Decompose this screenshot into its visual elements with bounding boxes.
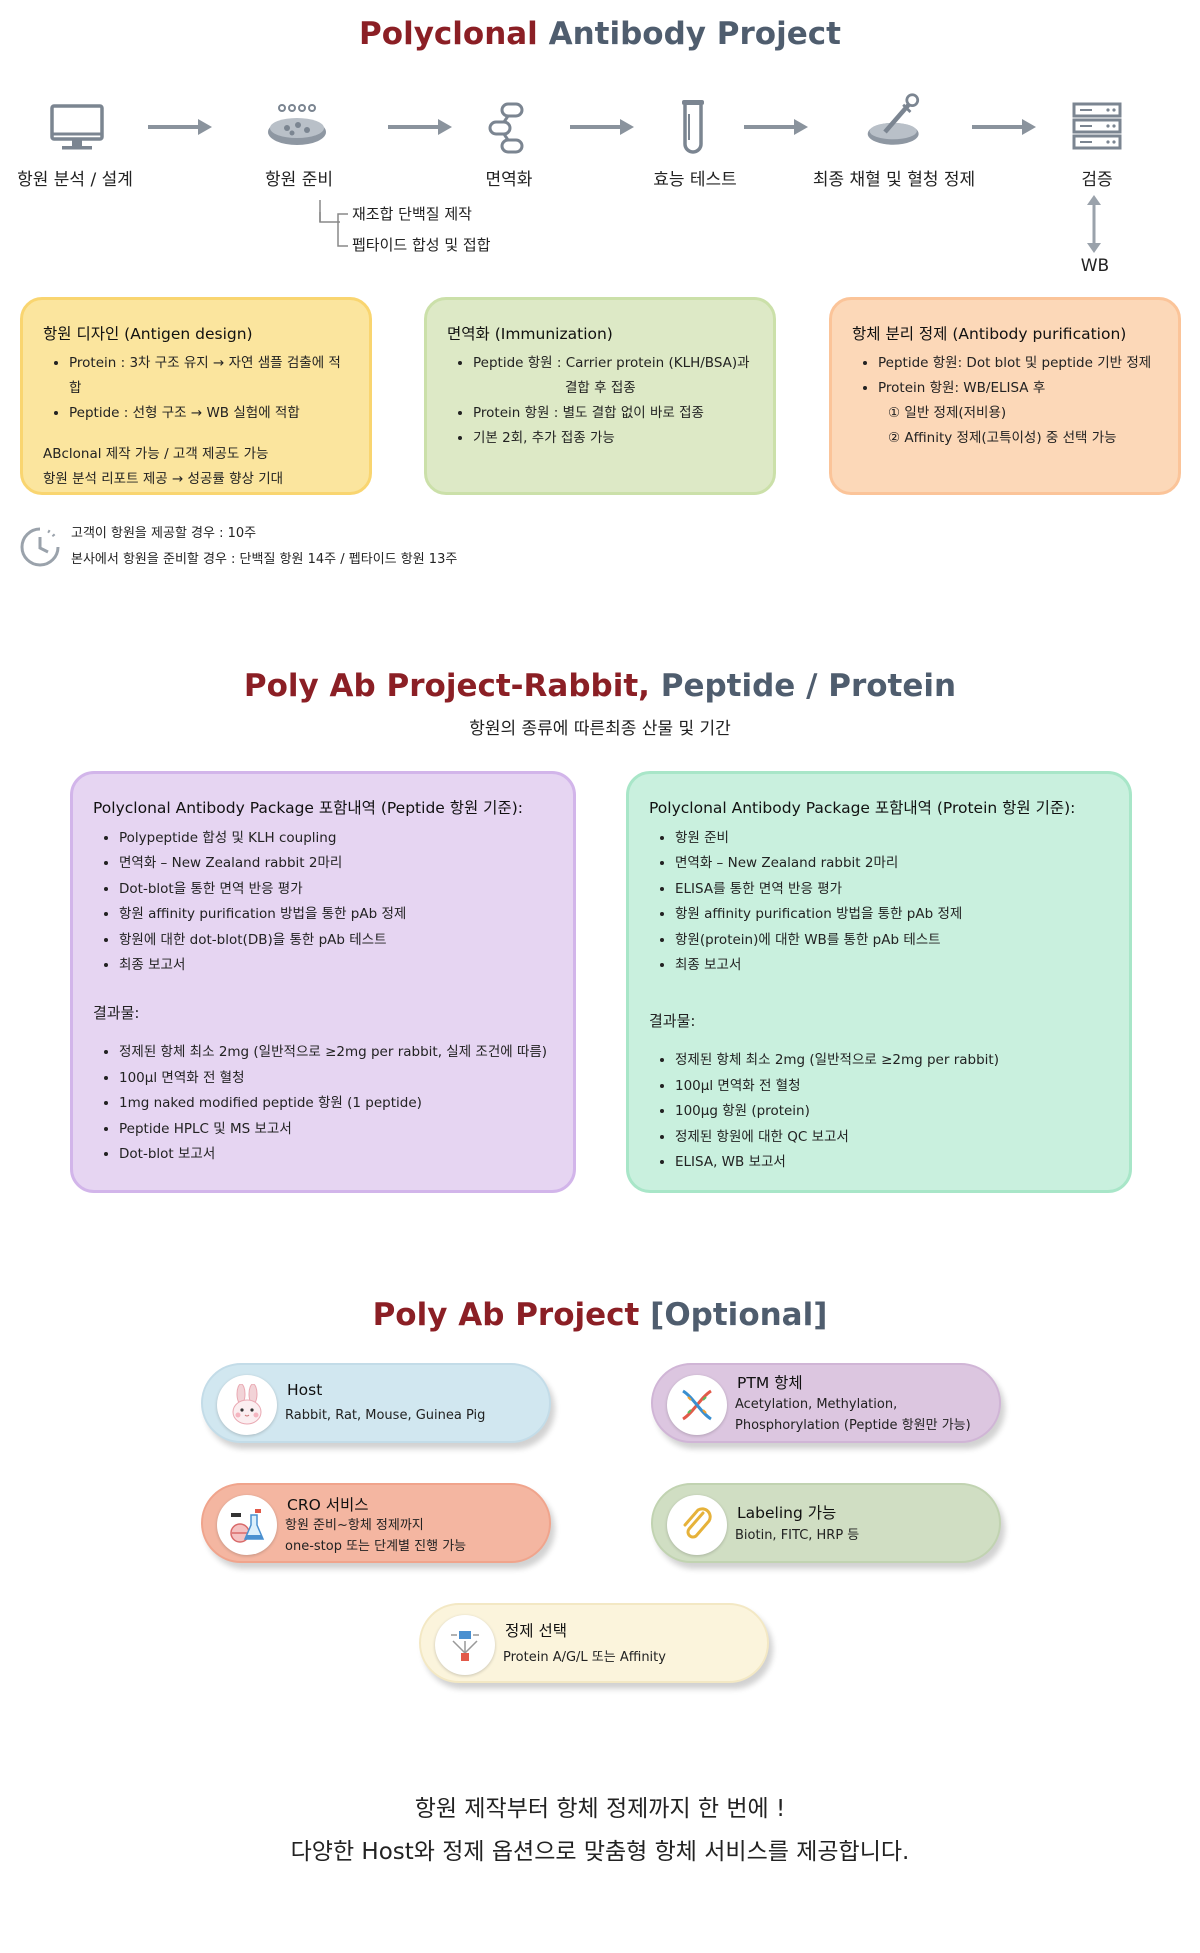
list-item: Peptide : 선형 구조 → WB 실험에 적합 [69,401,349,426]
list-item: 정제된 항원에 대한 QC 보고서 [675,1125,1109,1151]
option-purification-desc: Protein A/G/L 또는 Affinity [503,1650,666,1665]
option-host-title: Host [287,1381,323,1399]
list-item: Protein 항원: WB/ELISA 후 [878,376,1158,401]
clock-icon [20,527,60,567]
protein-package-title: Polyclonal Antibody Package 포함내역 (Protei… [649,799,1076,817]
protein-results-label: 결과물: [649,1011,696,1030]
list-item: 항원 준비 [675,826,1109,852]
step-label-final-bleed: 최종 채혈 및 혈청 정제 [812,170,976,190]
verify-wb-label: WB [1080,256,1110,276]
option-host-desc: Rabbit, Rat, Mouse, Guinea Pig [285,1408,486,1423]
peptide-package-box: Polyclonal Antibody Package 포함내역 (Peptid… [70,771,576,1193]
paperclip-icon [667,1495,727,1555]
dropper-dish-icon [867,93,920,145]
protein-package-box: Polyclonal Antibody Package 포함내역 (Protei… [626,771,1132,1193]
list-item: ELISA를 통한 면역 반응 평가 [675,877,1109,903]
server-rack-icon [1072,102,1122,150]
dna-helix-icon [667,1375,727,1435]
option-purification-choice[interactable]: 정제 선택 Protein A/G/L 또는 Affinity [419,1603,769,1683]
timeline-company: 본사에서 항원을 준비할 경우 : 단백질 항원 14주 / 펩타이드 항원 1… [71,552,458,567]
rabbit-icon [217,1375,277,1435]
list-item: 1mg naked modified peptide 항원 (1 peptide… [119,1091,553,1117]
list-item: 면역화 – New Zealand rabbit 2마리 [119,851,553,877]
arrow-right-icon [148,119,212,135]
list-item: 100μg 항원 (protein) [675,1099,1109,1125]
antibody-purification-box: 항체 분리 정제 (Antibody purification) Peptide… [829,297,1181,495]
list-item: 항원에 대한 dot-blot(DB)을 통한 pAb 테스트 [119,928,553,954]
antigen-note: ABclonal 제작 가능 / 고객 제공도 가능 [43,446,269,462]
option-ptm-desc: Phosphorylation (Peptide 항원만 가능) [735,1418,971,1433]
option-cro-desc: one-stop 또는 단계별 진행 가능 [285,1539,467,1554]
option-labeling[interactable]: Labeling 가능 Biotin, FITC, HRP 등 [651,1483,1001,1563]
arrow-right-icon [570,119,634,135]
option-ptm-title: PTM 항체 [737,1374,803,1392]
option-cro-title: CRO 서비스 [287,1496,369,1514]
branch-item-recombinant: 재조합 단백질 제작 [352,205,472,223]
section1-title: Polyclonal Antibody Project [359,16,841,52]
arrow-right-icon [744,119,808,135]
branch-connector [319,200,340,223]
list-item: ELISA, WB 보고서 [675,1150,1109,1176]
purification-sub: ② Affinity 정제(고특이성) 중 선택 가능 [888,430,1117,446]
antigen-design-box: 항원 디자인 (Antigen design) Protein : 3차 구조 … [20,297,372,495]
arrow-right-icon [972,119,1036,135]
dna-chain-icon [488,102,524,154]
section2-title: Poly Ab Project-Rabbit, Peptide / Protei… [243,668,957,704]
immunization-title: 면역화 (Immunization) [447,325,613,343]
list-item: Protein : 3차 구조 유지 → 자연 샘플 검출에 적합 [69,351,349,401]
antigen-design-title: 항원 디자인 (Antigen design) [43,325,253,343]
antigen-note: 항원 분석 리포트 제공 → 성공률 향상 기대 [43,471,284,487]
step-label-efficacy-test: 효능 테스트 [653,170,737,190]
timeline-customer: 고객이 항원을 제공할 경우 : 10주 [71,526,257,541]
closing-line-2: 다양한 Host와 정제 옵션으로 맞춤형 항체 서비스를 제공합니다. [290,1839,910,1865]
step-label-antigen-prep: 항원 준비 [265,170,333,190]
monitor-icon [50,104,104,150]
list-item: 항원(protein)에 대한 WB를 통한 pAb 테스트 [675,928,1109,954]
list-item: Dot-blot 보고서 [119,1142,553,1168]
list-item: 정제된 항체 최소 2mg (일반적으로 ≥2mg per rabbit, 실제… [119,1040,553,1066]
list-item: 면역화 – New Zealand rabbit 2마리 [675,851,1109,877]
list-item: Peptide 항원: Dot blot 및 peptide 기반 정제 [878,351,1158,376]
option-ptm-desc: Acetylation, Methylation, [735,1397,898,1412]
step-label-verification: 검증 [1081,170,1113,190]
branch-item-peptide: 펩타이드 합성 및 접합 [352,236,491,254]
arrow-right-icon [388,119,452,135]
branch-bracket [337,213,348,247]
option-purification-title: 정제 선택 [505,1622,567,1640]
option-labeling-title: Labeling 가능 [737,1504,837,1522]
list-item: Dot-blot을 통한 면역 반응 평가 [119,877,553,903]
peptide-results-label: 결과물: [93,1003,140,1022]
filter-funnel-icon [435,1615,495,1675]
list-item: Peptide HPLC 및 MS 보고서 [119,1117,553,1143]
option-cro-desc: 항원 준비~항체 정제까지 [285,1518,424,1533]
list-item: 최종 보고서 [675,953,1109,979]
list-item: 100μl 면역화 전 혈청 [119,1066,553,1092]
list-item: 항원 affinity purification 방법을 통한 pAb 정제 [675,902,1109,928]
list-item: 기본 2회, 추가 접종 가능 [473,426,753,451]
list-item: 항원 affinity purification 방법을 통한 pAb 정제 [119,902,553,928]
purification-title: 항체 분리 정제 (Antibody purification) [852,325,1127,343]
purification-sub: ① 일반 정제(저비용) [888,405,1007,421]
closing-line-1: 항원 제작부터 항체 정제까지 한 번에 ! [414,1796,786,1822]
list-item: 정제된 항체 최소 2mg (일반적으로 ≥2mg per rabbit) [675,1048,1109,1074]
petri-dish-icon [268,104,326,145]
step-label-analysis: 항원 분석 / 설계 [17,170,133,190]
option-ptm[interactable]: PTM 항체 Acetylation, Methylation, Phospho… [651,1363,1001,1443]
step-label-immunization: 면역화 [485,170,533,190]
peptide-package-title: Polyclonal Antibody Package 포함내역 (Peptid… [93,799,523,817]
list-item: Peptide 항원 : Carrier protein (KLH/BSA)과 … [473,351,753,401]
double-arrow-icon [1087,195,1101,253]
section3-title: Poly Ab Project [Optional] [372,1297,828,1333]
list-item: Protein 항원 : 별도 결합 없이 바로 접종 [473,401,753,426]
option-labeling-desc: Biotin, FITC, HRP 등 [735,1528,860,1543]
section2-subtitle: 항원의 종류에 따른최종 산물 및 기간 [469,719,731,739]
immunization-box: 면역화 (Immunization) Peptide 항원 : Carrier … [424,297,776,495]
option-cro[interactable]: CRO 서비스 항원 준비~항체 정제까지 one-stop 또는 단계별 진행… [201,1483,551,1563]
option-host[interactable]: Host Rabbit, Rat, Mouse, Guinea Pig [201,1363,551,1443]
list-item: Polypeptide 합성 및 KLH coupling [119,826,553,852]
list-item: 100μl 면역화 전 혈청 [675,1074,1109,1100]
lab-flask-icon [217,1495,277,1555]
list-item: 최종 보고서 [119,953,553,979]
test-tube-icon [682,100,704,154]
